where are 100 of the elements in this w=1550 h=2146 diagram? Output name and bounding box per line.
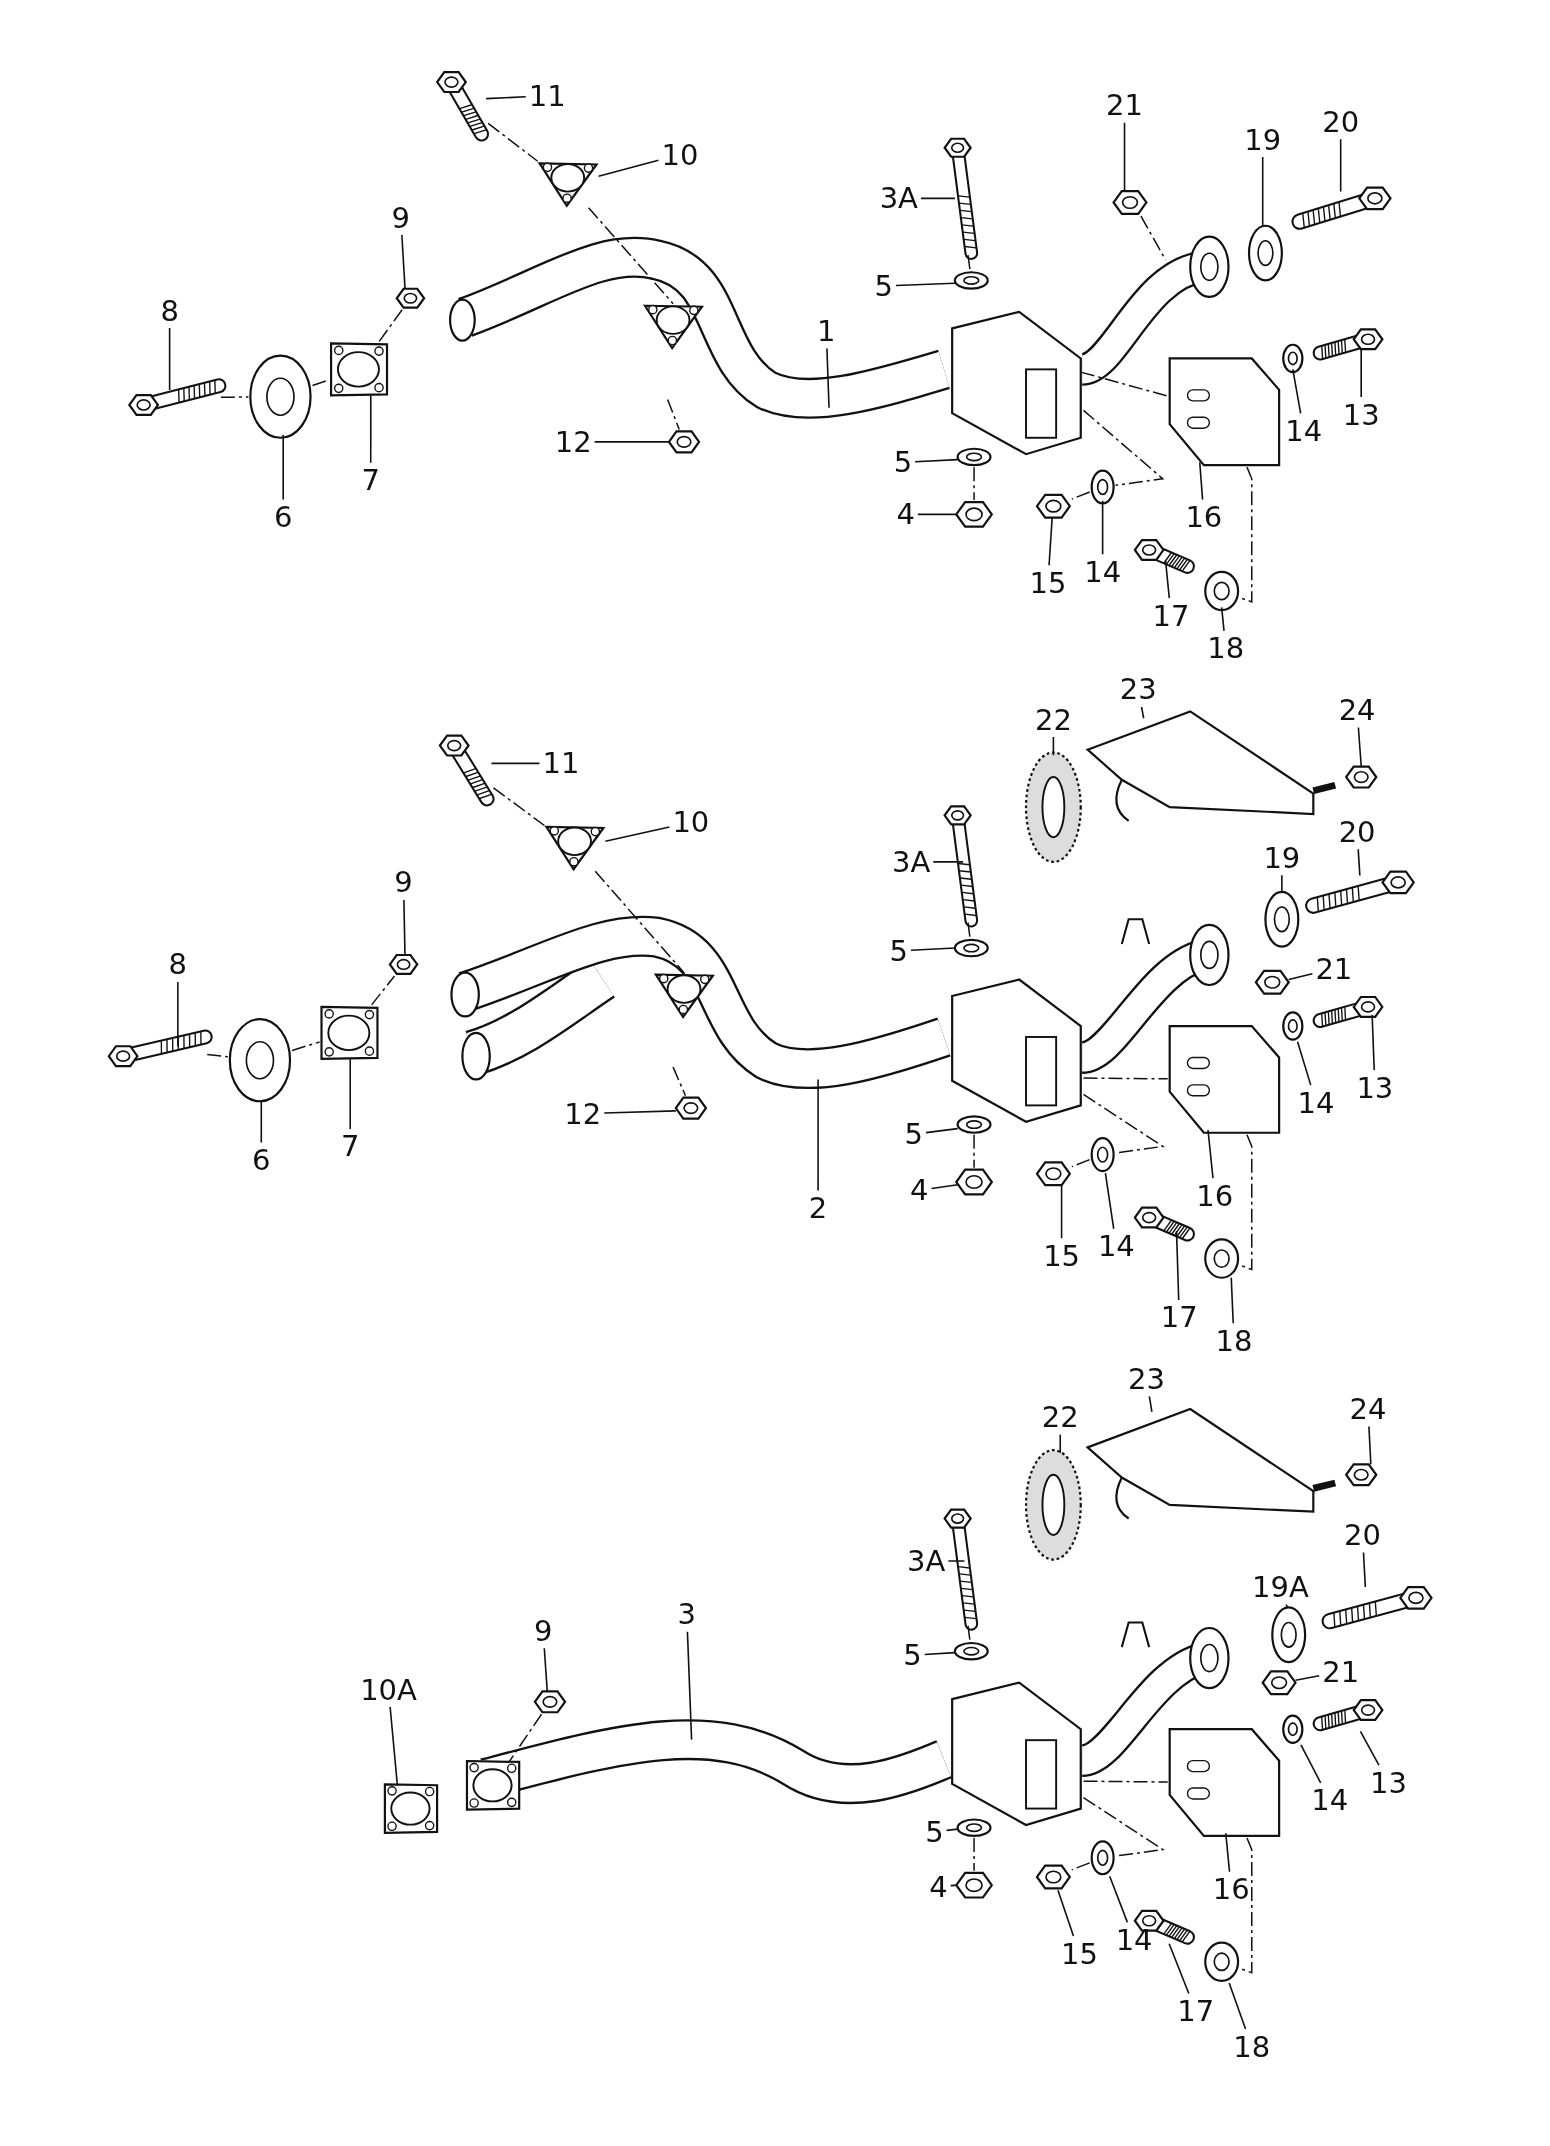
callout-number: 10 [660, 139, 700, 171]
assembly-line [973, 466, 975, 501]
bolt-drawing [128, 378, 227, 416]
nut-drawing [667, 430, 701, 454]
leader-line [1359, 1730, 1380, 1766]
callout-number: 14 [1083, 556, 1123, 588]
callout-number: 4 [895, 498, 916, 530]
leader-line [1292, 368, 1302, 415]
leader-line [949, 1884, 959, 1887]
callout-number: 7 [340, 1130, 361, 1162]
leader-line [917, 513, 959, 516]
leader-line [282, 434, 284, 501]
bolt-drawing [1133, 1206, 1195, 1242]
callout-number: 1 [816, 315, 837, 347]
leader-line [1228, 1982, 1247, 2030]
assembly-line [1071, 1862, 1091, 1871]
leader-line [1108, 1875, 1129, 1924]
nut-drawing [1112, 190, 1148, 215]
callout-number: 15 [1042, 1240, 1082, 1272]
callout-number: 5 [902, 1639, 923, 1671]
callout-number: 5 [873, 270, 894, 302]
pipe-clamp-drawing [951, 310, 1082, 456]
leader-line [1285, 1603, 1289, 1609]
leader-line [923, 1651, 956, 1656]
nut-drawing [533, 1690, 567, 1714]
bracket-drawing [1168, 1024, 1281, 1134]
callout-number: 20 [1337, 816, 1377, 848]
gasket-drawing [544, 825, 606, 872]
callout-number: 21 [1314, 953, 1354, 985]
bracket-drawing [1168, 357, 1281, 467]
assembly-line [1082, 1780, 1169, 1783]
assembly-line [666, 398, 680, 431]
leader-line [485, 95, 527, 100]
washer-drawing [953, 271, 989, 290]
callout-number: 14 [1114, 1924, 1154, 1956]
leader-line [597, 159, 660, 178]
bolt-drawing [943, 1508, 979, 1631]
leader-line [1224, 1832, 1231, 1873]
pipe-clamp-drawing [951, 978, 1082, 1123]
callout-number: 12 [563, 1098, 603, 1130]
bolt-drawing [1312, 328, 1384, 361]
callout-number: 14 [1310, 1784, 1350, 1816]
leader-line [369, 394, 372, 464]
leader-line [895, 282, 956, 287]
washer-drawing [1090, 1137, 1115, 1173]
callout-number: 9 [390, 202, 412, 233]
callout-number: 8 [159, 295, 180, 327]
rubber-mount-drawing [1024, 751, 1082, 863]
leader-line [920, 197, 956, 200]
leader-line [1294, 1675, 1321, 1681]
gasket-drawing [320, 1005, 379, 1060]
leader-line [403, 899, 406, 956]
leader-line [1230, 1276, 1234, 1324]
bolt-drawing [1312, 1699, 1384, 1732]
callout-number: 20 [1321, 106, 1361, 138]
leader-line [914, 458, 959, 463]
assembly-line [967, 1625, 971, 1642]
callout-number: 15 [1059, 1938, 1099, 1970]
assembly-line [1239, 1837, 1253, 1974]
leader-line [1287, 973, 1314, 981]
callout-number: 6 [272, 501, 294, 533]
callout-number: 3A [906, 1545, 947, 1577]
leader-line [686, 1631, 693, 1741]
leader-line [1175, 1230, 1180, 1301]
callout-number: 18 [1206, 632, 1246, 664]
callout-number: 19 [1262, 842, 1302, 874]
leader-line [1140, 706, 1145, 720]
callout-number: 5 [903, 1118, 925, 1150]
leader-line [947, 1560, 966, 1562]
leader-line [168, 327, 171, 391]
leader-line [593, 441, 670, 443]
leader-line [1261, 156, 1264, 227]
leader-line [1300, 1744, 1322, 1784]
leader-line [603, 1110, 677, 1114]
callout-number: 21 [1105, 89, 1144, 121]
callout-number: 9 [532, 1615, 554, 1647]
leader-line [490, 762, 541, 765]
nut-drawing [1254, 969, 1291, 995]
callout-number: 5 [888, 935, 909, 967]
assembly-line [672, 1066, 687, 1097]
gasket-drawing [537, 162, 599, 208]
assembly-line [487, 122, 539, 162]
callout-number: 3 [676, 1598, 697, 1630]
callout-number: 16 [1195, 1180, 1235, 1212]
callout-number: 2 [807, 1192, 829, 1224]
assembly-line [1239, 1134, 1253, 1271]
washer-drawing [953, 1641, 989, 1661]
leader-line [1199, 461, 1204, 501]
leader-line [910, 947, 956, 951]
callout-number: 9 [393, 866, 414, 898]
callout-number: 20 [1343, 1519, 1382, 1551]
assembly-line [1082, 409, 1165, 486]
nut-drawing [395, 287, 426, 309]
leader-line [1052, 736, 1055, 756]
bolt-drawing [1291, 186, 1392, 230]
leader-line [1362, 1551, 1367, 1588]
callout-number: 17 [1151, 600, 1191, 632]
leader-line [1060, 1184, 1063, 1240]
callout-number: 4 [928, 1871, 949, 1903]
callout-number: 3A [890, 846, 932, 878]
